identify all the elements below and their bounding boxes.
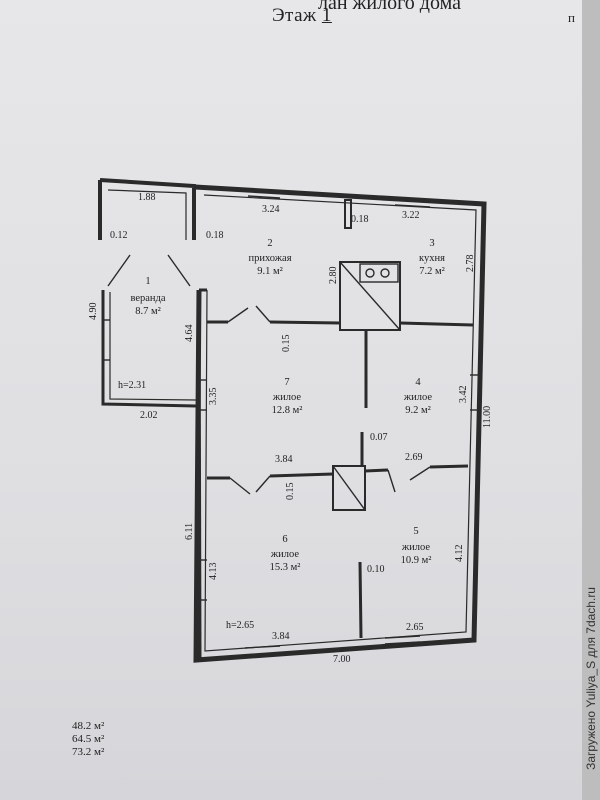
room-area: 12.8 м²	[272, 405, 303, 416]
window-mark	[244, 652, 281, 656]
veranda-left-inner	[109, 292, 197, 401]
room-area: 10.9 м²	[401, 555, 432, 566]
room-name: веранда	[130, 293, 165, 304]
height-label: h=2.65	[226, 620, 254, 631]
window-mark	[247, 195, 281, 199]
dimension-label: 11.00	[482, 406, 493, 428]
outer-wall-inner	[203, 194, 477, 652]
plan-sheet: лан жилого дома Этаж 1 п	[0, 0, 582, 800]
veranda-opening	[107, 254, 131, 287]
dimension-label: 4.12	[454, 545, 465, 563]
stove	[339, 261, 401, 331]
burner-icon	[380, 268, 390, 278]
stove	[332, 465, 366, 511]
room-number: 1	[145, 276, 150, 287]
door-swing	[387, 469, 396, 493]
summary-line: 73.2 м²	[72, 746, 105, 758]
room-name: жилое	[403, 392, 432, 403]
dimension-label: 0.15	[281, 335, 292, 353]
window-mark	[384, 641, 421, 645]
dimension-label: 3.42	[458, 386, 469, 404]
stove-diagonal	[339, 261, 401, 331]
room-area: 8.7 м²	[135, 306, 161, 317]
floor-plan-drawing: 1 веранда 8.7 м² 2 прихожая 9.1 м² 3 кух…	[88, 178, 493, 665]
room-name: жилое	[270, 549, 299, 560]
room-number: 3	[429, 238, 434, 249]
dimension-label: 0.15	[285, 483, 296, 501]
window-mark	[247, 189, 281, 193]
window-mark	[384, 635, 421, 639]
wall-stub	[344, 199, 352, 229]
dimension-label: 0.12	[110, 230, 128, 241]
dimension-label: 1.88	[138, 192, 156, 203]
partition-wall	[197, 289, 202, 661]
corner-mark: п	[568, 10, 575, 25]
window-mark	[394, 204, 431, 208]
door-swing	[409, 466, 431, 481]
stove-hob	[359, 263, 399, 283]
floor-label-text: Этаж	[272, 5, 317, 26]
room-number: 4	[415, 377, 421, 388]
dimension-label: 3.24	[262, 204, 280, 215]
window-mark	[244, 645, 281, 649]
room-name: жилое	[401, 542, 430, 553]
room-number: 7	[284, 377, 289, 388]
stove-diagonal	[332, 465, 366, 511]
interior-wall	[429, 464, 469, 469]
dimension-label: 0.10	[367, 564, 385, 575]
dimension-label: 0.18	[351, 214, 369, 225]
height-label: h=2.31	[118, 380, 146, 391]
dimension-label: 2.80	[328, 267, 339, 285]
veranda-wall	[99, 178, 196, 240]
watermark-strip: Загружено Yuliya_S для 7dach.ru	[582, 0, 600, 800]
outer-wall	[193, 184, 487, 663]
room-area: 15.3 м²	[270, 562, 301, 573]
dimension-label: 2.65	[406, 622, 424, 633]
door-swing	[255, 305, 271, 323]
room-area: 9.1 м²	[257, 266, 283, 277]
dimension-label: 2.78	[465, 255, 476, 273]
room-area: 9.2 м²	[405, 405, 431, 416]
dimension-label: 4.64	[184, 325, 195, 343]
room-number: 6	[282, 534, 287, 545]
veranda-opening	[167, 254, 191, 287]
watermark-text: Загружено Yuliya_S для 7dach.ru	[584, 587, 598, 770]
window-mark	[394, 198, 431, 202]
interior-wall	[364, 468, 389, 473]
door-swing	[229, 477, 251, 495]
burner-icon	[365, 268, 375, 278]
floor-number: 1	[321, 5, 332, 26]
veranda-left-wall	[101, 290, 197, 408]
floor-label: Этаж 1	[272, 5, 332, 27]
summary-line: 48.2 м²	[72, 720, 105, 732]
room-number: 2	[267, 238, 272, 249]
room-name: прихожая	[248, 253, 291, 264]
dimension-label: 0.18	[206, 230, 224, 241]
plan-title: лан жилого дома	[318, 0, 461, 14]
interior-wall	[269, 472, 334, 478]
interior-wall	[269, 320, 341, 325]
dimension-label: 3.84	[275, 454, 293, 465]
dimension-label: 3.22	[402, 210, 420, 221]
dimension-label: 3.35	[208, 388, 219, 406]
dimension-label: 0.07	[370, 432, 388, 443]
room-name: кухня	[419, 253, 445, 264]
interior-wall	[358, 561, 363, 639]
veranda-wall-inner	[107, 189, 187, 240]
dimension-label: 4.90	[88, 303, 99, 321]
dimension-label: 2.02	[140, 410, 158, 421]
room-number: 5	[413, 526, 418, 537]
dimension-label: 4.13	[208, 563, 219, 581]
room-name: жилое	[272, 392, 301, 403]
room-area: 7.2 м²	[419, 266, 445, 277]
area-summary: 48.2 м² 64.5 м² 73.2 м²	[72, 720, 104, 759]
dimension-label: 3.84	[272, 631, 290, 642]
dimension-label: 6.11	[184, 523, 195, 540]
dimension-label: 7.00	[333, 654, 351, 665]
interior-wall	[399, 321, 474, 327]
dimension-label: 2.69	[405, 452, 423, 463]
door-swing	[255, 475, 271, 493]
summary-line: 64.5 м²	[72, 733, 105, 745]
door-swing	[227, 307, 249, 323]
